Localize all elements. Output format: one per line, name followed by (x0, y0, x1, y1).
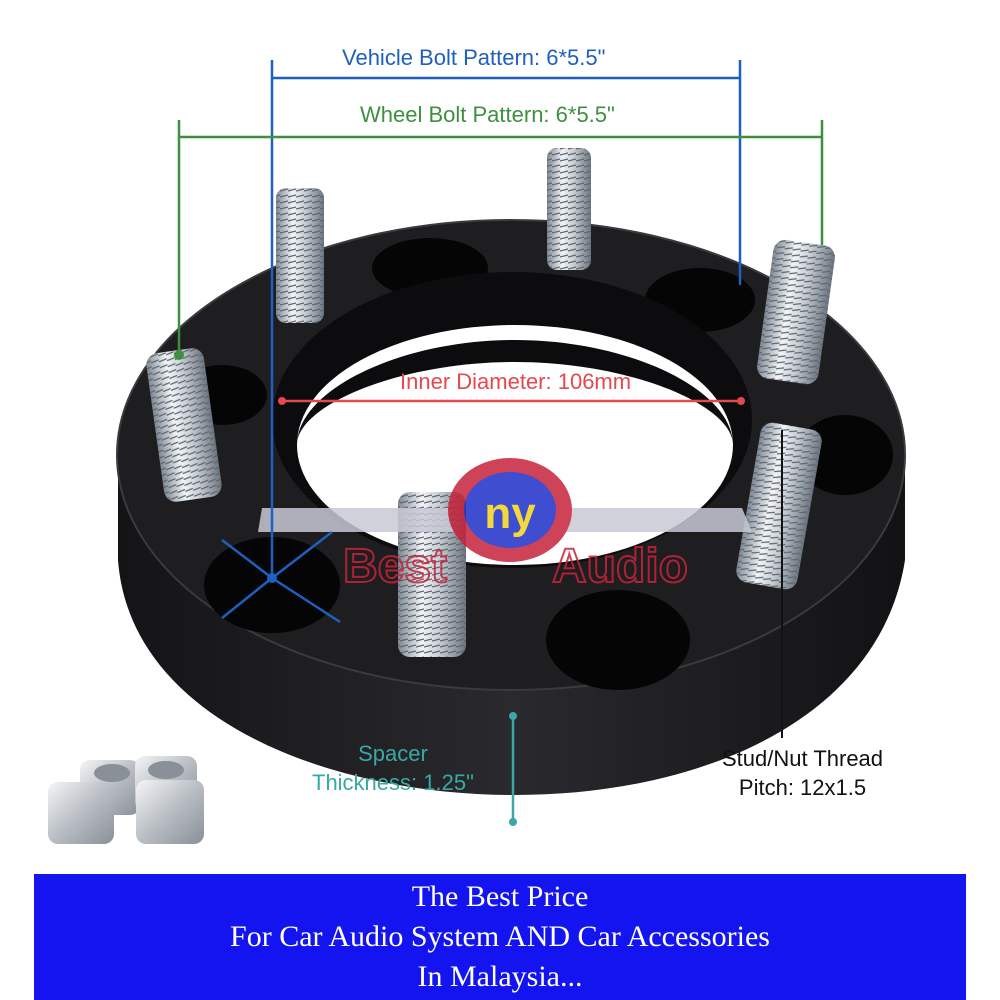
spacer-thickness-label-line1: Spacer (358, 741, 428, 766)
bolt-hole (204, 537, 340, 633)
wheel-bolt-pattern-dot (174, 350, 184, 360)
watermark-right-word: Audio (552, 540, 688, 593)
stud-thread-label-line1: Stud/Nut Thread (722, 746, 884, 771)
lug-nut (136, 780, 204, 844)
inner-diameter-label: Inner Diameter: 106mm (400, 369, 632, 394)
stud (736, 422, 822, 590)
inner-diameter-dot (737, 397, 745, 405)
promo-banner-line2: For Car Audio System AND Car Accessories (230, 920, 770, 953)
lug-nut-hole (148, 761, 184, 779)
watermark-badge (464, 472, 556, 548)
stud-thread-label: Stud/Nut Thread Pitch: 12x1.5 (722, 745, 883, 802)
stud (547, 148, 591, 270)
center-bore-lip (297, 340, 733, 445)
watermark-logo: ny Best Audio (258, 458, 752, 594)
spacer-thickness-dot (509, 818, 517, 826)
spacer-face-edge (116, 219, 906, 691)
bolt-hole (797, 415, 893, 495)
wheel-bolt-pattern-line (177, 120, 824, 355)
inner-diameter-dot (278, 397, 286, 405)
vehicle-bolt-pattern-dot (267, 573, 277, 583)
watermark-left-word: Best (343, 540, 447, 593)
spacer-thickness-label-line2: Thickness: 1.25" (312, 769, 474, 795)
wheel-bolt-pattern-label: Wheel Bolt Pattern: 6*5.5" (360, 102, 615, 127)
bolt-hole (546, 590, 690, 690)
promo-banner-line3: In Malaysia... (417, 960, 583, 993)
lug-nut-hole (94, 764, 130, 782)
stud (398, 492, 466, 657)
wheel-studs (146, 148, 835, 657)
watermark-badge-text: ny (484, 489, 536, 538)
stud (276, 188, 324, 323)
lug-nut (48, 782, 114, 844)
vehicle-bolt-pattern-line (221, 60, 742, 624)
stud (146, 348, 222, 502)
spacer-thickness-dot (509, 712, 517, 720)
spacer-thickness-label: Spacer Thickness: 1.25" (312, 740, 474, 797)
vehicle-bolt-pattern-label: Vehicle Bolt Pattern: 6*5.5" (342, 45, 606, 70)
lug-nuts (48, 756, 204, 844)
promo-banner: The Best Price For Car Audio System AND … (34, 874, 966, 1000)
stud-thread-label-line2: Pitch: 12x1.5 (738, 774, 867, 800)
stud (757, 239, 835, 385)
promo-banner-line1: The Best Price (411, 880, 589, 913)
